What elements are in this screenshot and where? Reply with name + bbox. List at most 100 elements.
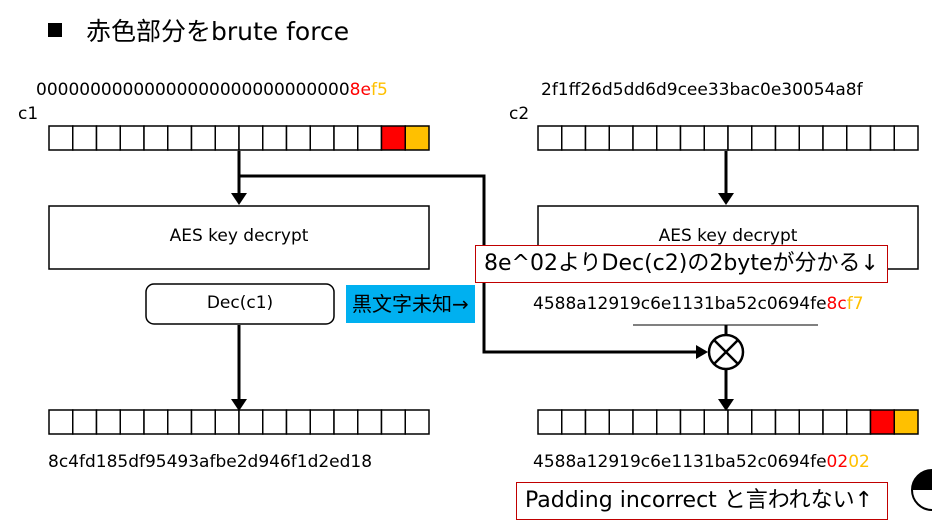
c2-byte-row-cell [584, 125, 610, 151]
c1-hex-orange-byte: f5 [370, 80, 388, 100]
corner-circle-icon [911, 469, 932, 511]
result-right-hex-prefix: 4588a12919c6e1131ba52c0694fe [533, 452, 827, 472]
dec-c1-byte-row-cell [214, 409, 240, 435]
dec-c1-byte-row-cell [238, 409, 264, 435]
plaintext-byte-row-cell [727, 409, 753, 435]
c2-byte-row-cell [798, 125, 824, 151]
c1-hex-red-byte: 8e [349, 80, 371, 100]
dec-c1-byte-row-cell [285, 409, 311, 435]
c2-byte-row-cell [679, 125, 705, 151]
plaintext-byte-row-cell [537, 409, 563, 435]
slide-title: 赤色部分をbrute force [48, 12, 349, 48]
plaintext-byte-row-cell [893, 409, 919, 435]
plaintext-byte-row-cell [584, 409, 610, 435]
unknown-label-blue: 黒文字未知→ [346, 285, 475, 323]
c2-byte-row-cell [822, 125, 848, 151]
c2-byte-row-cell [703, 125, 729, 151]
dec-c2-hex-prefix: 4588a12919c6e1131ba52c0694fe [533, 294, 827, 314]
xor-icon [707, 333, 745, 371]
c2-byte-row-cell [869, 125, 895, 151]
plaintext-byte-row-cell [632, 409, 658, 435]
plaintext-byte-row-cell [798, 409, 824, 435]
arrow-heads [231, 193, 734, 411]
dec-c1-byte-row-cell [309, 409, 335, 435]
result-right-red-byte: 02 [826, 452, 849, 472]
c2-byte-row-cell [774, 125, 800, 151]
c1-byte-row-cell [190, 125, 216, 151]
arrowhead-icon [718, 193, 734, 205]
dec-c1-byte-row-cell [72, 409, 98, 435]
result-left-hex: 8c4fd185df95493afbe2d946f1d2ed18 [48, 452, 373, 472]
c1-byte-row-cell [285, 125, 311, 151]
dec-c1-byte-row-cell [190, 409, 216, 435]
dec-c2-hex: 4588a12919c6e1131ba52c0694fe8cf7 [533, 294, 864, 314]
c2-byte-row-cell [561, 125, 587, 151]
plaintext-byte-row-cell [608, 409, 634, 435]
c2-byte-row-cell [656, 125, 682, 151]
callout-bottom: Padding incorrect と言われない↑ [516, 482, 889, 520]
c1-byte-row-cell [119, 125, 145, 151]
dec-c1-byte-row-cell [48, 409, 74, 435]
c2-byte-row-cell [537, 125, 563, 151]
plaintext-byte-row-cell [679, 409, 705, 435]
dec-c1-byte-row-cell [262, 409, 288, 435]
aes-decrypt-label-right: AES key decrypt [658, 226, 798, 246]
c2-byte-row-cell [632, 125, 658, 151]
arrowhead-icon [231, 399, 247, 411]
dec-c1-byte-row-cell [167, 409, 193, 435]
arrowhead-icon [696, 345, 708, 359]
c1-byte-row-cell [48, 125, 74, 151]
c1-byte-row-cell [214, 125, 240, 151]
c2-byte-row-cell [846, 125, 872, 151]
c2-byte-row-cell [893, 125, 919, 151]
c1-hex-prefix: 00000000000000000000000000000 [36, 80, 350, 100]
dec-c1-byte-row-cell [357, 409, 383, 435]
dec-c1-byte-row-cell [119, 409, 145, 435]
dec-c1-byte-row-cell [143, 409, 169, 435]
plaintext-byte-row-cell [822, 409, 848, 435]
c2-hex: 2f1ff26d5dd6d9cee33bac0e30054a8f [541, 80, 863, 100]
plaintext-byte-row-cell [774, 409, 800, 435]
dec-c1-box [145, 283, 335, 325]
c2-byte-row-cell [727, 125, 753, 151]
arrowhead-icon [231, 193, 247, 205]
aes-decrypt-box-left [48, 205, 430, 270]
c1-byte-row-cell [380, 125, 406, 151]
dec-c1-byte-row-cell [333, 409, 359, 435]
c1-byte-row-cell [167, 125, 193, 151]
callout-top: 8e^02よりDec(c2)の2byteが分かる↓ [475, 245, 888, 283]
dec-c1-byte-row-cell [380, 409, 406, 435]
c2-byte-row-cell [608, 125, 634, 151]
result-right-orange-byte: 02 [848, 452, 870, 472]
c1-byte-row-cell [143, 125, 169, 151]
c1-byte-row-cell [72, 125, 98, 151]
c1-byte-row-cell [357, 125, 383, 151]
byte-block-rows [48, 125, 919, 435]
c1-byte-row-cell [95, 125, 121, 151]
result-right-hex: 4588a12919c6e1131ba52c0694fe0202 [533, 452, 870, 472]
arrowhead-icon [718, 399, 734, 411]
c1-byte-row-cell [309, 125, 335, 151]
plaintext-byte-row-cell [846, 409, 872, 435]
dec-c2-red-byte: 8c [826, 294, 847, 314]
c1-byte-row-cell [404, 125, 430, 151]
dec-c2-orange-byte: f7 [846, 294, 864, 314]
bullet-square-icon [48, 23, 62, 37]
c1-byte-row-cell [238, 125, 264, 151]
c2-label: c2 [509, 104, 530, 124]
slide-title-text: 赤色部分をbrute force [86, 17, 350, 46]
c2-byte-row-cell [751, 125, 777, 151]
c1-byte-row-cell [333, 125, 359, 151]
plaintext-byte-row-cell [656, 409, 682, 435]
plaintext-byte-row-cell [869, 409, 895, 435]
c1-byte-row-cell [262, 125, 288, 151]
dec-c1-label: Dec(c1) [206, 293, 274, 313]
plaintext-byte-row-cell [561, 409, 587, 435]
dec-c1-byte-row-cell [95, 409, 121, 435]
aes-decrypt-label-left: AES key decrypt [169, 226, 309, 246]
plaintext-byte-row-cell [751, 409, 777, 435]
plaintext-byte-row-cell [703, 409, 729, 435]
c1-hex: 000000000000000000000000000008ef5 [36, 80, 388, 100]
c1-label: c1 [18, 104, 39, 124]
dec-c1-byte-row-cell [404, 409, 430, 435]
